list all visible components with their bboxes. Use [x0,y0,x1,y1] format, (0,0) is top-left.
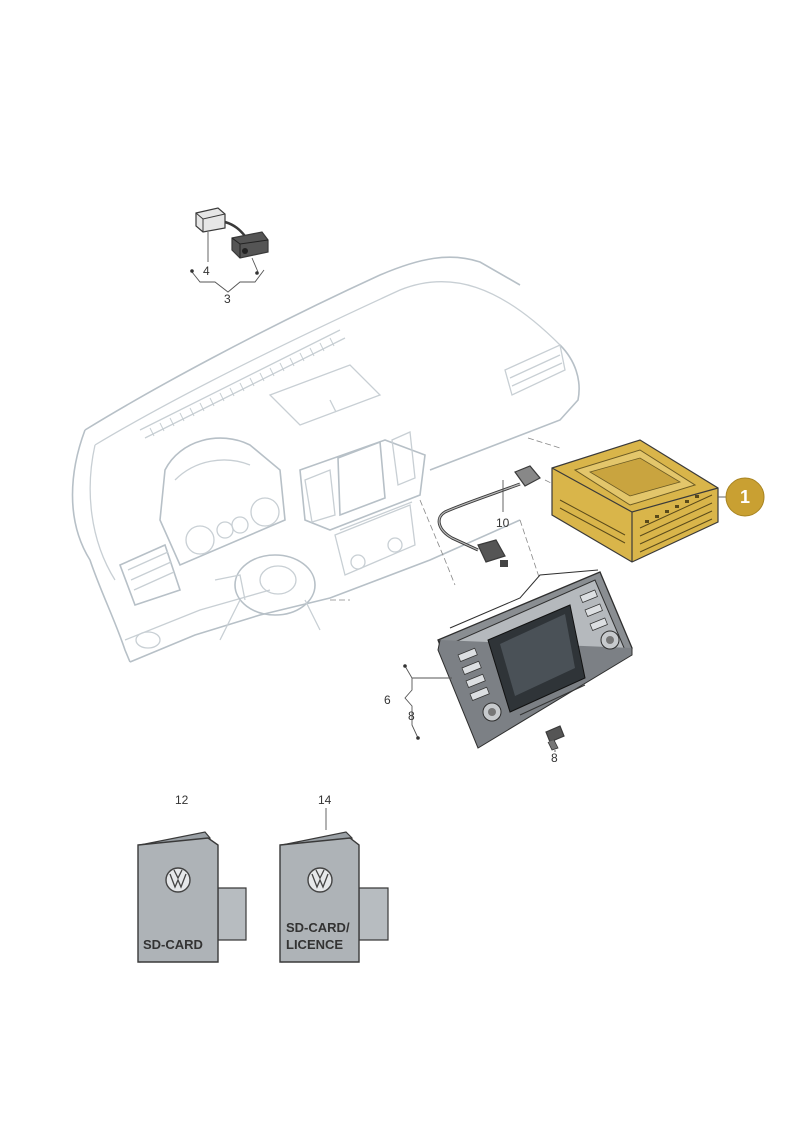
vw-logo-icon [307,867,333,893]
callout-6: 6 [384,693,391,707]
antenna-cable-part [437,465,541,567]
callout-10: 10 [496,516,510,530]
assembly-guide-lines [330,437,561,601]
dashboard-outline [71,256,580,663]
sd-licence-label-line1: SD-CARD/ [286,920,350,935]
sd-card-label: SD-CARD [143,937,203,952]
sd-card-licence-part: SD-CARD/ LICENCE [279,831,389,963]
callout-14: 14 [318,793,332,807]
clip-part [545,725,565,751]
sd-licence-label-line2: LICENCE [286,937,343,952]
callout-8-clip: 8 [551,751,558,765]
callout-8-radio: 8 [408,709,415,723]
sd-card-part: SD-CARD [137,831,247,963]
radio-display-part [437,569,633,749]
vw-logo-icon [165,867,191,893]
callout-12: 12 [175,793,189,807]
callout-3: 3 [224,292,231,306]
callout-1-badge [725,477,765,517]
control-unit-part [551,439,719,563]
callout-4: 4 [203,264,210,278]
callout-1: 1 [740,487,750,507]
connector-cable-part [195,207,269,259]
